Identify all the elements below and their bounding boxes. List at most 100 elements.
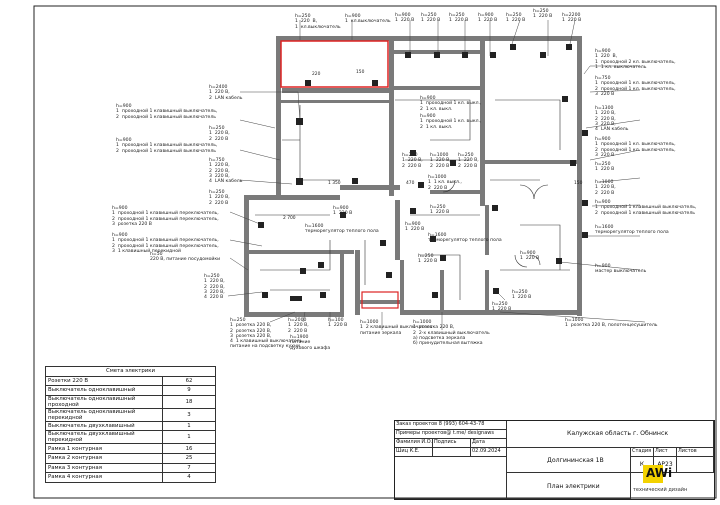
annotation-l9: h=50 220 В, питание посудомойки: [150, 252, 221, 263]
spec-qty: 18: [162, 394, 216, 409]
annotation-m3: h=250 1 220 В, 2 220 В: [402, 153, 423, 169]
spec-qty: 1: [162, 430, 216, 445]
spec-qty: 25: [162, 452, 216, 464]
spec-item: Выключатель одноклавишный перекидной: [45, 407, 163, 422]
annotation-b7: h=250 1 220 В: [492, 302, 512, 313]
annotation-m7: h=900 1 220 В: [333, 206, 353, 217]
spec-qty: 1: [162, 420, 216, 432]
stamp-examples: Примеры проектов@ t.me/ designaws: [395, 430, 507, 439]
annotation-a5: h=250 1 220 В: [449, 13, 469, 24]
stamp-hdr-date: Дата: [471, 439, 507, 448]
annotation-r10: h=1000 1 розетка 220 В, полотенцесушител…: [565, 318, 658, 329]
annotation-r9: h=900 мастер выключатель: [595, 264, 647, 275]
annotation-r8: h=1600 терморегулятор теплого пола: [595, 225, 669, 236]
annotation-b5: h=1000 1 2 клавишный выключатель питание…: [360, 320, 433, 336]
annotation-r12: h=900 1 220 В: [520, 251, 540, 262]
annotation-a6: h=900 1 220 В: [478, 13, 498, 24]
spec-item: Выключатель одноклавишный проходной: [45, 394, 163, 409]
annotation-m6: h=1000 1 1 кл. выкл., 2 220 В: [428, 175, 462, 191]
stamp-order: Заказ проектов 8 (993) 604-43-78: [395, 421, 507, 430]
annotation-m2: h=900 1 проходной 1 кл. выкл., 2 1 кл. в…: [420, 114, 482, 130]
annotation-m9: h=1600 терморегулятор теплого пола: [305, 224, 379, 235]
dimension-4: 220: [312, 72, 321, 77]
annotation-l7: h=900 1 проходной 1 клавишный переключат…: [112, 206, 219, 227]
drawing-frame: [33, 5, 717, 499]
annotation-l8: h=900 1 проходной 1 клавишный переключат…: [112, 233, 219, 254]
annotation-l10: h=250 1 220 В, 2 220 В, 3 220 В, 4 220 В: [204, 274, 225, 301]
annotation-r2: h=750 1 проходной 1 кл. выключатель, 2 п…: [595, 76, 676, 97]
annotation-l2: h=900 1 проходной 1 клавишный выключател…: [116, 104, 218, 120]
annotation-l5: h=750 1 220 В, 2 220 В, 3 220 В, 4 LAN к…: [209, 158, 243, 185]
annotation-m8: h=250 1 220 В: [430, 205, 450, 216]
spec-item: Рамка 1 контурная: [45, 443, 163, 454]
stamp-date: 02.09.2024: [471, 448, 507, 457]
stamp-sheets: [677, 457, 714, 473]
annotation-m10: h=1600 терморегулятор теплого пола: [428, 233, 502, 244]
spec-item: Рамка 3 контурная: [45, 462, 163, 474]
annotation-b2: h=2000 1 220 В, 2 220 В: [288, 318, 309, 334]
annotation-l1: h=2400 1 220 В, 2 LAN кабель: [209, 85, 243, 101]
red-zone-bath: [361, 291, 399, 309]
stamp-blank: [395, 457, 507, 499]
annotation-r7: h=900 1 проходной 1 клавишный выключател…: [595, 200, 697, 216]
stamp-signature: [433, 448, 471, 457]
annotation-a4: h=250 1 220 В: [421, 13, 441, 24]
logo-subtitle: технический дизайн: [633, 487, 688, 493]
spec-qty: 9: [162, 385, 216, 396]
spec-qty: 7: [162, 462, 216, 474]
spec-item: Выключатель одноклавишный: [45, 385, 163, 396]
dimension-1: 1 350: [328, 181, 341, 186]
stamp-location: Калужская область г. Обнинск: [507, 421, 714, 448]
spec-qty: 16: [162, 443, 216, 454]
title-block: Заказ проектов 8 (993) 604-43-78 Примеры…: [394, 420, 715, 500]
annotation-l6: h=250 1 220 В, 2 220 В: [209, 190, 230, 206]
stamp-col-sheets: Листов: [677, 448, 714, 457]
stamp-col-sheet: Лист: [654, 448, 677, 457]
spec-title: Смета электрики: [45, 366, 216, 377]
spec-qty: 4: [162, 472, 216, 483]
annotation-r11: h=250 1 220 В: [512, 290, 532, 301]
stamp-sheet: АР23: [654, 457, 677, 473]
annotation-m12: h=250 1 220 В: [418, 254, 438, 265]
annotation-l4: h=900 1 проходной 1 клавишный выключател…: [116, 138, 218, 154]
stamp-author: Шиц К.Е.: [395, 448, 433, 457]
dimension-3: 150: [356, 70, 365, 75]
annotation-b1: h=250 1 розетка 220 В, 2 розетка 220 В, …: [230, 318, 303, 350]
annotation-b4: h=1900 питание духового шкафа: [290, 335, 331, 351]
annotation-a10: h=2200 1 220 В: [562, 13, 582, 24]
annotation-r3: h=1300 1 220 В, 2 220 В, 3 220 В, 4 LAN …: [595, 106, 629, 133]
stamp-project: Долгининская 1В: [507, 448, 631, 473]
spec-item: Рамка 4 контурная: [45, 472, 163, 483]
annotation-r6: h=1000 1 220 В, 2 220 В: [595, 180, 616, 196]
annotation-a1: h=250 1 220 В, 1 кл.выключатель: [295, 14, 341, 30]
stamp-hdr-sign: Подпись: [433, 439, 471, 448]
annotation-r4: h=900 1 проходной 1 кл. выключатель, 2 п…: [595, 137, 676, 158]
spec-qty: 3: [162, 407, 216, 422]
annotation-a8: h=250 1 220 В: [533, 9, 553, 20]
annotation-a3: h=900 1 220 В: [395, 13, 415, 24]
annotation-a2: h=900 1 кл.выключатель: [345, 14, 391, 25]
annotation-r5: h=250 1 220 В: [595, 162, 615, 173]
annotation-m4: h=1000 1 220 В, 2 220 В: [430, 153, 451, 169]
dimension-5: 470: [406, 181, 415, 186]
logo-mark: [643, 465, 663, 483]
spec-qty: 62: [162, 375, 216, 387]
red-zone: [280, 40, 389, 88]
stamp-col-stage: Стадия: [631, 448, 654, 457]
annotation-l3: h=250 1 220 В, 2 220 В: [209, 126, 230, 142]
walls: [244, 36, 582, 317]
dimension-6: 150: [574, 181, 583, 186]
stamp-hdr-surname: Фамилия И.О.: [395, 439, 433, 448]
annotation-b6: h=1000 1 розетка 220 В, 2 2-х клавишный …: [413, 320, 490, 347]
